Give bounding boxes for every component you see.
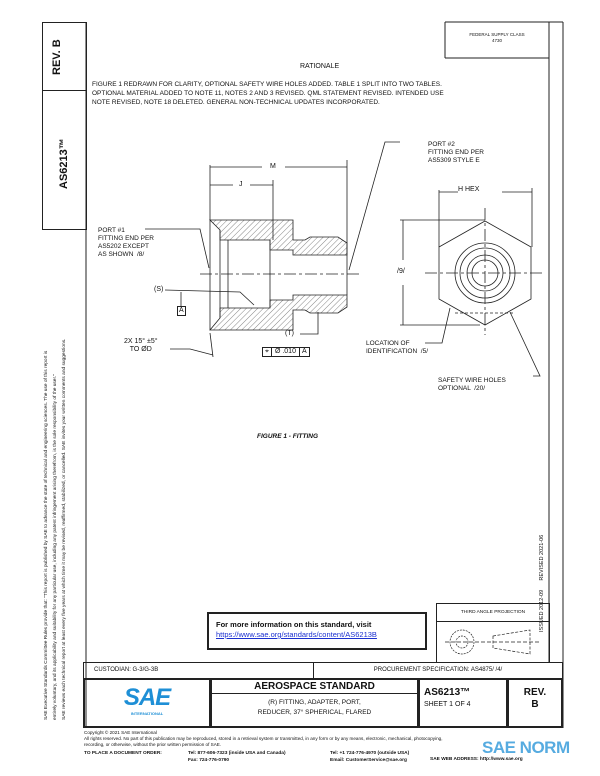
footer: Copyright © 2021 SAE International All r…	[84, 730, 442, 748]
order-label: TO PLACE A DOCUMENT ORDER:	[84, 751, 162, 756]
t-label: (T)	[285, 330, 294, 337]
position-icon: ⌖	[263, 348, 272, 356]
rev-value: B	[531, 699, 539, 710]
dim-9: /9/	[397, 268, 405, 276]
custodian: CUSTODIAN: G-3/G-3B	[83, 662, 314, 679]
doc-number: AS6213™	[424, 687, 471, 698]
supply-class-label: FEDERAL SUPPLY CLASS	[469, 32, 525, 37]
tel-us: Tel: 877-606-7323 (inside USA and Canada…	[188, 751, 286, 756]
side-disclaimer: SAE Executive Standards Committee Rules …	[42, 180, 69, 720]
email: Email: CustomerService@sae.org	[330, 758, 407, 763]
rationale-line-3: NOTE REVISED, NOTE 18 DELETED. GENERAL N…	[92, 99, 380, 106]
figure-caption: FIGURE 1 - FITTING	[257, 433, 319, 440]
revised-date: REVISED 2021-06	[539, 534, 545, 581]
tolerance-value: Ø .010	[272, 348, 300, 356]
tel-intl: Tel: +1 724-776-4970 (outside USA)	[330, 751, 410, 756]
order-contact: Tel: +1 724-776-4970 (outside USA) Email…	[330, 750, 409, 764]
dim-h-hex: H HEX	[458, 186, 480, 194]
side-docnum-box: AS6213™	[42, 90, 87, 230]
datum-a: A	[177, 306, 186, 316]
info-box: For more information on this standard, v…	[207, 612, 427, 650]
port2-note: PORT #2 FITTING END PER AS5309 STYLE E	[428, 141, 484, 164]
side-rev: REV. B	[51, 39, 63, 75]
info-text: For more information on this standard, v…	[216, 620, 372, 629]
side-rev-box: REV. B	[42, 22, 87, 91]
rev-cell: REV. B	[507, 678, 563, 728]
sae-logo: SAE	[123, 684, 171, 711]
sae-logo-cell: SAE INTERNATIONAL	[83, 678, 211, 728]
document-title: (R) FITTING, ADAPTER, PORT, REDUCER, 37°…	[212, 698, 417, 718]
copyright: Copyright © 2021 SAE International	[84, 730, 157, 735]
rationale-line-1: FIGURE 1 REDRAWN FOR CLARITY, OPTIONAL S…	[92, 81, 442, 88]
chamfer-note: 2X 15° ±5° TO ØD	[124, 338, 158, 353]
title-cell: AEROSPACE STANDARD (R) FITTING, ADAPTER,…	[210, 678, 419, 728]
disclaimer-line-3: SAE reviews each technical report at lea…	[62, 338, 67, 720]
sheet-number: SHEET 1 OF 4	[424, 701, 471, 708]
fitting-side-view	[145, 141, 400, 358]
s-label: (S)	[154, 286, 164, 293]
projection-box: THIRD ANGLE PROJECTION	[436, 603, 550, 663]
rev-label: REV.	[523, 687, 547, 698]
projection-symbol-icon	[445, 629, 541, 655]
dim-j: J	[239, 181, 243, 188]
position-tolerance-frame: ⌖ Ø .010 A	[262, 347, 310, 357]
tolerance-datum: A	[301, 348, 307, 355]
rationale-title: RATIONALE	[300, 63, 340, 70]
port1-note: PORT #1 FITTING END PER AS5202 EXCEPT AS…	[98, 227, 154, 258]
projection-label: THIRD ANGLE PROJECTION	[437, 604, 549, 622]
side-rev-value: B	[51, 39, 63, 48]
order-phones: Tel: 877-606-7323 (inside USA and Canada…	[188, 750, 286, 764]
location-id-note: LOCATION OF IDENTIFICATION /5/	[366, 340, 428, 355]
standard-type: AEROSPACE STANDARD	[212, 680, 417, 694]
doc-number-cell: AS6213™ SHEET 1 OF 4	[418, 678, 508, 728]
disclaimer-line-1: SAE Executive Standards Committee Rules …	[44, 350, 49, 720]
dim-m: M	[270, 163, 276, 171]
sae-logo-sub: INTERNATIONAL	[130, 711, 164, 716]
fax: Fax: 724-776-0790	[188, 758, 230, 763]
rights-line-1: All rights reserved. No part of this pub…	[84, 736, 443, 741]
procurement-spec: PROCUREMENT SPECIFICATION: AS4875/ /4/	[313, 662, 563, 679]
standard-link[interactable]: https://www.sae.org/standards/content/AS…	[216, 630, 377, 639]
supply-class-value: 4730	[491, 38, 502, 43]
rationale-line-2: OPTIONAL MATERIAL ADDED TO NOTE 11, NOTE…	[92, 90, 444, 97]
disclaimer-line-2: entirely voluntary, and its applicabilit…	[53, 374, 58, 720]
safety-wire-note: SAFETY WIRE HOLES OPTIONAL /20/	[438, 377, 506, 392]
side-rev-label: REV.	[51, 50, 63, 75]
rationale-text: FIGURE 1 REDRAWN FOR CLARITY, OPTIONAL S…	[92, 80, 444, 107]
supply-class: FEDERAL SUPPLY CLASS 4730	[445, 32, 549, 44]
sae-norm-watermark: SAE NORM	[482, 738, 570, 757]
rights-line-2: recording, or otherwise, without the pri…	[84, 742, 222, 747]
title-line-2: REDUCER, 37° SPHERICAL, FLARED	[257, 709, 372, 716]
title-line-1: (R) FITTING, ADAPTER, PORT,	[268, 699, 361, 706]
web-address: SAE WEB ADDRESS: http://www.sae.org	[430, 757, 523, 762]
